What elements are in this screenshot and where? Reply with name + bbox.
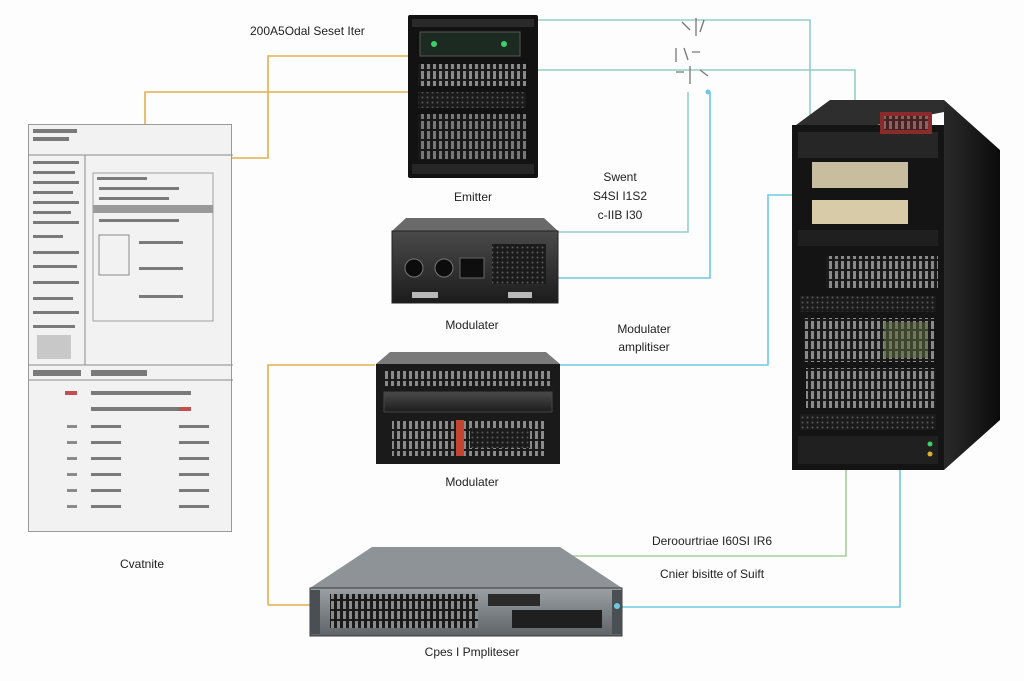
label-event-3: c-IIB I30 xyxy=(597,208,643,222)
emitter-rack xyxy=(408,15,538,178)
label-top-left: 200A5Odal Seset Iter xyxy=(250,24,365,38)
teal-link-2 xyxy=(538,69,856,115)
teal-link-1 xyxy=(538,19,811,128)
cyan-link-1 xyxy=(558,92,711,279)
label-router-2: Cnier bisitte of Suift xyxy=(659,567,765,581)
label-router-1: Deroourtriae I60SI IR6 xyxy=(651,534,773,548)
console-panel-contents xyxy=(29,129,233,508)
label-modulator-2: Modulater xyxy=(445,475,499,489)
amplifier-unit xyxy=(309,547,623,637)
label-modulator-1: Modulater xyxy=(445,318,499,332)
label-mod-amp-2: amplitiser xyxy=(618,340,670,354)
label-console: Cvatnite xyxy=(119,557,165,571)
console-panel xyxy=(28,124,233,532)
label-emitter: Emitter xyxy=(453,190,493,204)
green-link xyxy=(572,440,847,557)
orange-link-top xyxy=(144,91,408,126)
connector-glyph xyxy=(675,18,711,95)
modulater-unit-1 xyxy=(391,218,559,304)
label-event-1: Swent xyxy=(603,170,637,184)
orange-link-mid xyxy=(232,55,408,159)
label-event-2: S4SI I1S2 xyxy=(592,189,648,203)
cyan-link-2 xyxy=(536,194,812,366)
label-mod-amp-1: Modulater xyxy=(617,322,671,336)
label-amplifier: Cpes I Pmpliteser xyxy=(424,645,520,659)
connection-lines xyxy=(144,19,901,608)
orange-link-bottom xyxy=(267,364,375,605)
cyan-link-3 xyxy=(622,455,901,608)
modulater-unit-2 xyxy=(376,352,560,464)
server-rack xyxy=(792,100,1000,470)
teal-link-3 xyxy=(538,92,689,233)
